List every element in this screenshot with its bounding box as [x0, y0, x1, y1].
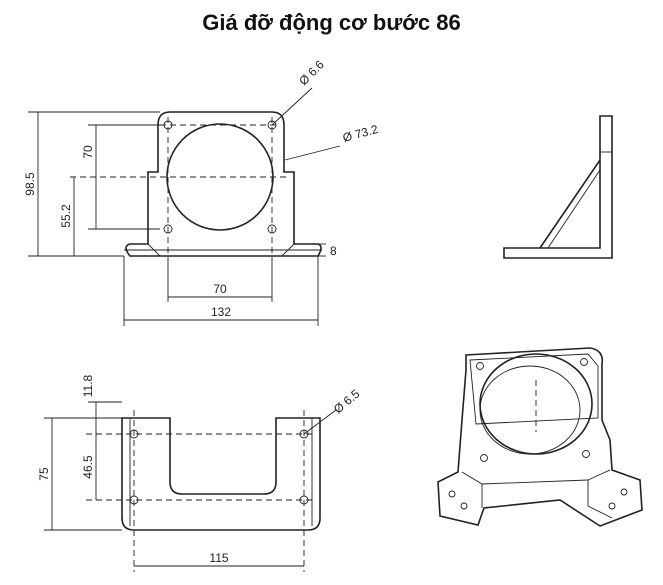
- front-height-total-label: 98.5: [23, 172, 37, 196]
- bottom-width-label: 115: [209, 551, 228, 565]
- bottom-depth-label: 75: [37, 467, 51, 481]
- front-circle-dia-label: Ø 73.2: [341, 122, 380, 145]
- bottom-offset-label: 11.8: [81, 374, 95, 397]
- side-view: [503, 115, 613, 259]
- front-hole-dia-label: Ø 6.6: [296, 57, 327, 88]
- bottom-view: [44, 401, 337, 572]
- front-hole-spacing-h-label: 70: [213, 282, 227, 296]
- page-title: Giá đỡ động cơ bước 86: [202, 10, 461, 35]
- bottom-hole-dia-label: Ø 6.5: [331, 386, 363, 416]
- front-thickness-label: 8: [330, 244, 337, 258]
- front-center-height-label: 55.2: [59, 204, 73, 228]
- front-width-total-label: 132: [211, 305, 231, 319]
- isometric-view: [437, 347, 643, 527]
- bottom-hole-spacing-v-label: 46.5: [81, 455, 95, 479]
- front-hole-spacing-v-label: 70: [81, 145, 95, 159]
- front-view: [28, 87, 341, 326]
